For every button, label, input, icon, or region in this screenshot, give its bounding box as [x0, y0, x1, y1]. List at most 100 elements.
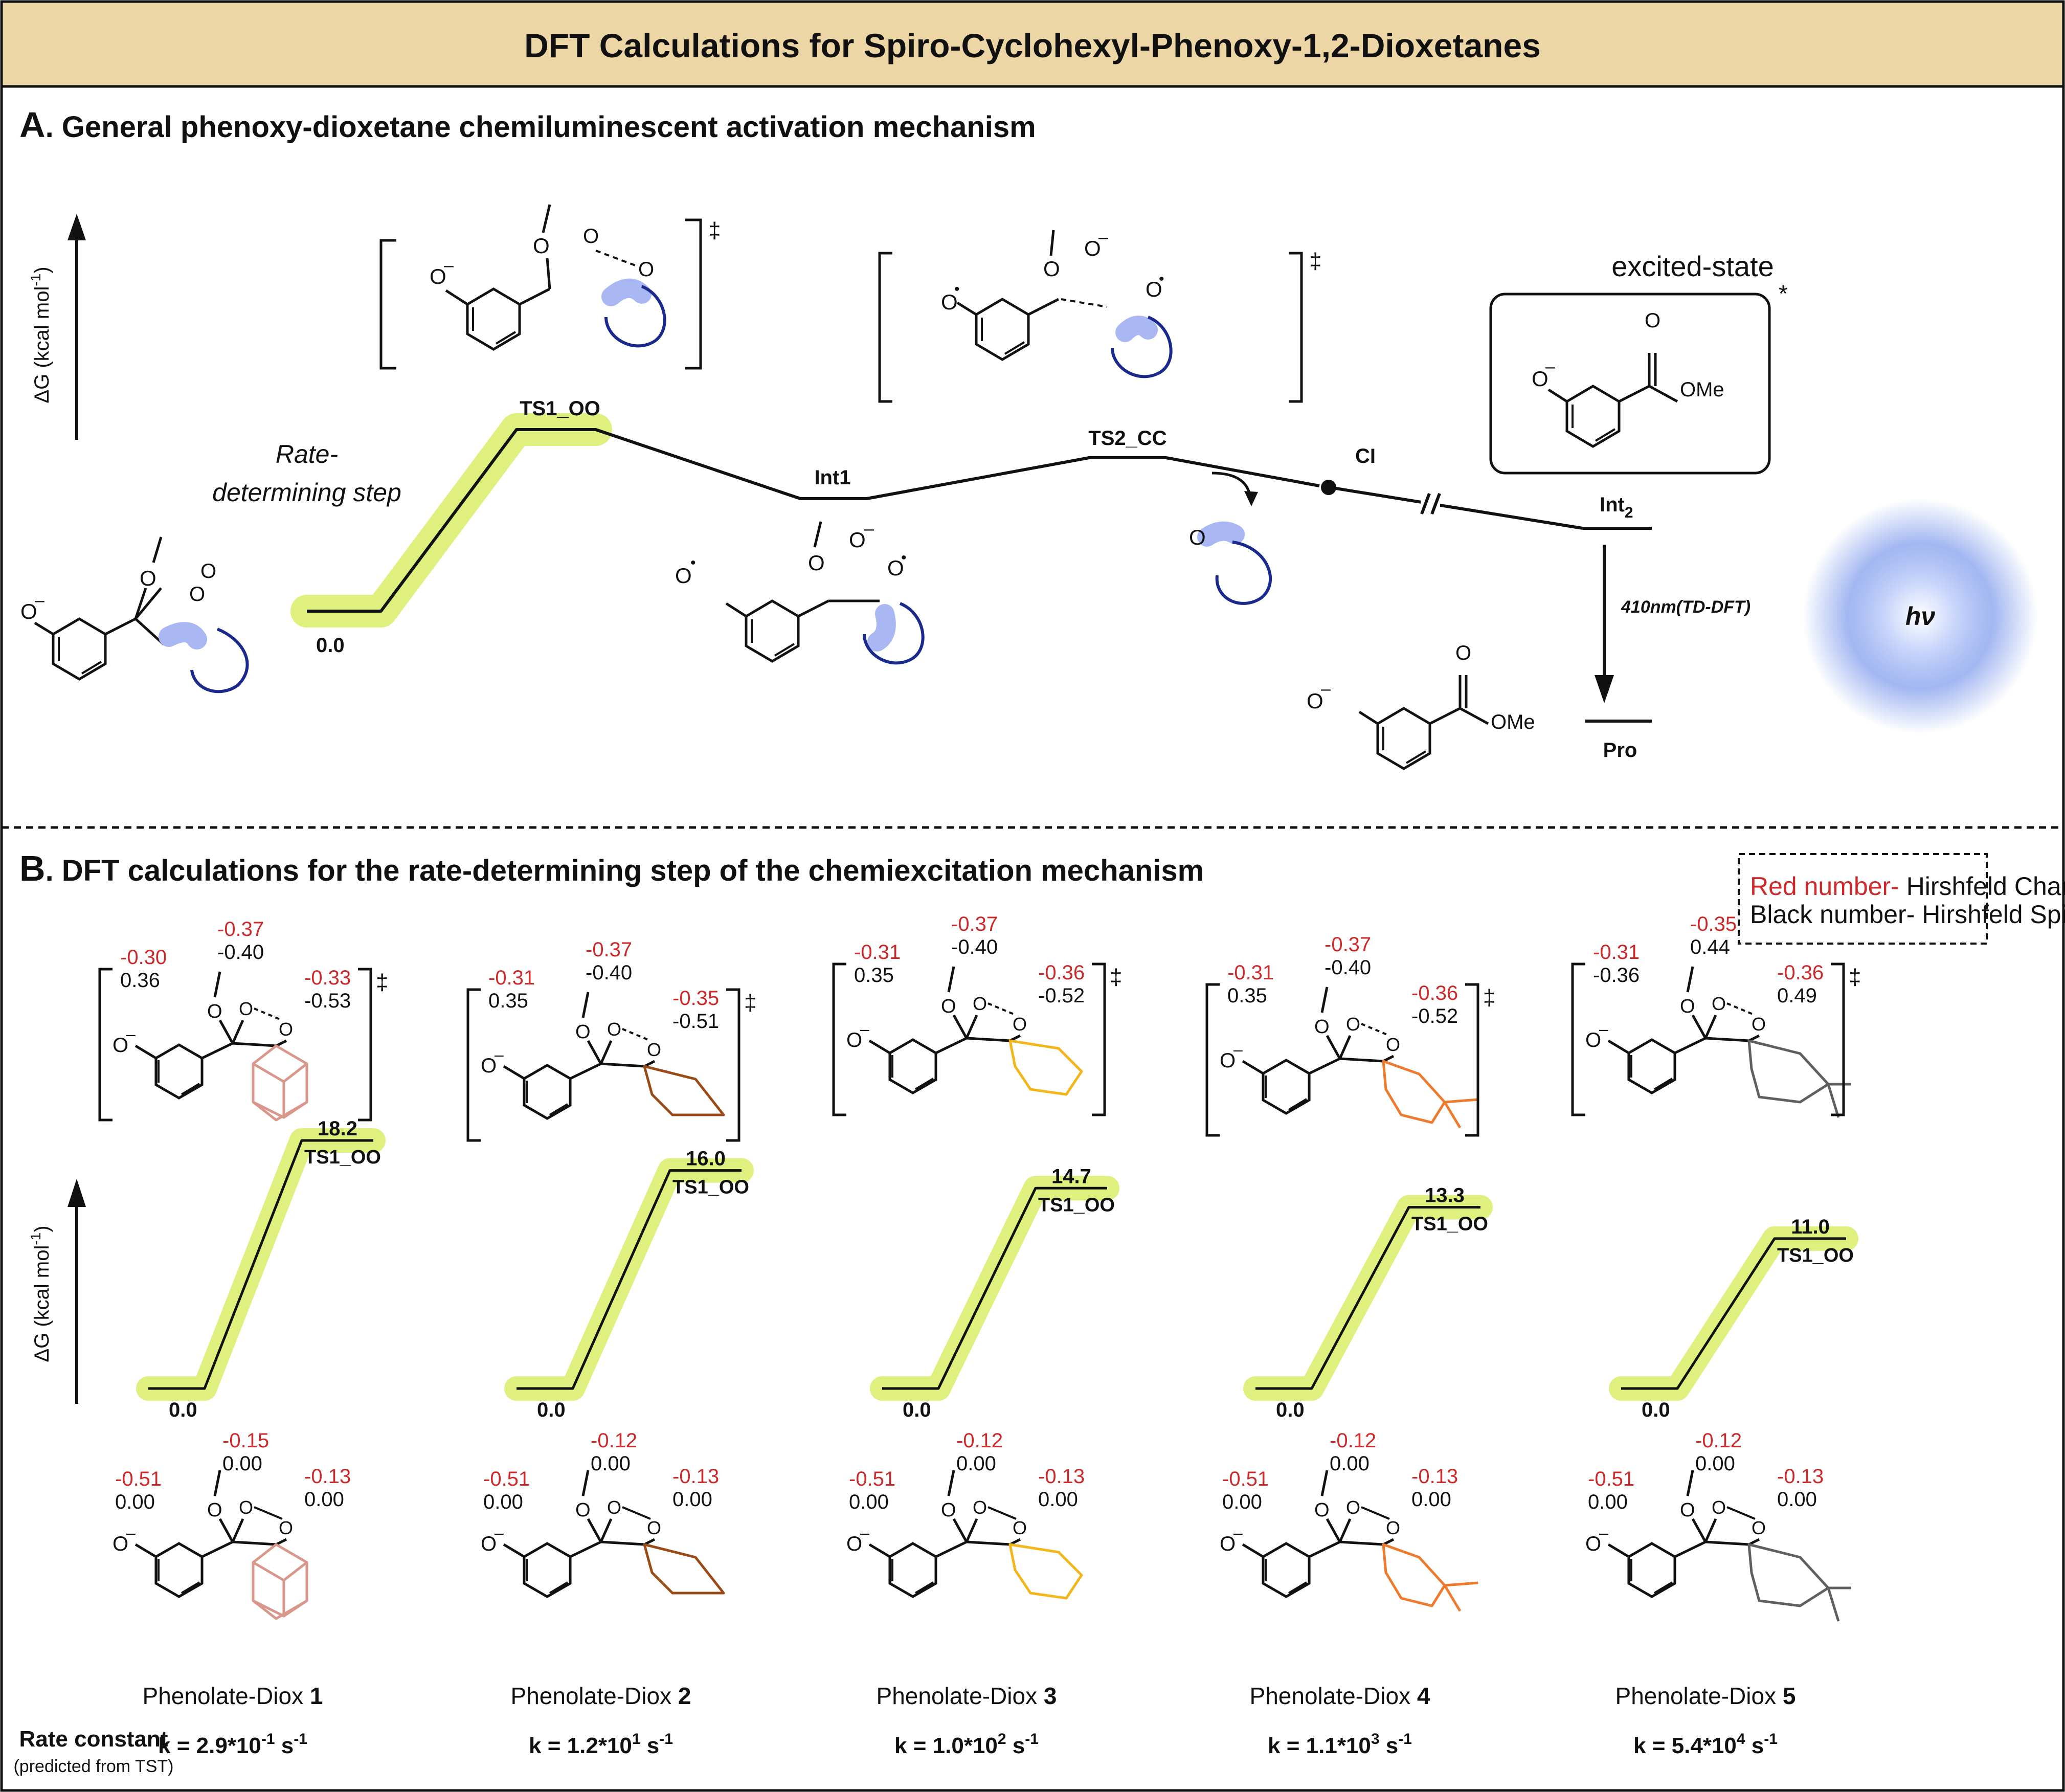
rds-label-line1: Rate-: [276, 440, 338, 468]
peroxide-bond: [254, 1007, 283, 1021]
panel-a-title: . General phenoxy-dioxetane chemilumines…: [46, 110, 1036, 144]
svg-text:•: •: [1159, 271, 1164, 287]
ts-label-1: TS1_OO: [304, 1147, 381, 1168]
gs-spin-methoxy: 0.00: [1330, 1452, 1370, 1475]
aryl-bond: [201, 1540, 234, 1558]
gs-charge-dioxetane: -0.13: [672, 1465, 719, 1488]
aryl-bond: [935, 1540, 968, 1558]
aromatic-bond: [181, 1083, 200, 1095]
phenoxide-charge: –: [495, 1524, 504, 1542]
methoxy-o: O: [1314, 1499, 1330, 1521]
panel-b-y-arrowhead: [68, 1179, 86, 1207]
benzene-ring: [888, 1038, 937, 1094]
ts-charge-dioxetane: -0.36: [1777, 961, 1824, 984]
phenoxide-bond: [134, 1044, 157, 1060]
dioxetane-o1: O: [1346, 1497, 1360, 1518]
product-ester-structure: O– O OMe: [1307, 642, 1535, 770]
ts-label-2: TS1_OO: [672, 1177, 749, 1198]
dioxetane-bond: [1704, 1014, 1717, 1039]
ts-charge-phenoxide: -0.31: [1227, 961, 1274, 984]
svg-text:OMe: OMe: [1491, 711, 1535, 733]
phenoxide-charge: –: [1599, 1020, 1608, 1038]
cc-bond: [1705, 1540, 1749, 1546]
peroxide-bond: [1726, 1002, 1756, 1016]
methyl-bond: [213, 1470, 221, 1496]
gs-spin-phenoxide: 0.00: [1222, 1491, 1262, 1513]
svg-text:O: O: [1455, 642, 1471, 664]
energy-profile-5: [1621, 1237, 1846, 1390]
phenoxide-charge: –: [495, 1045, 504, 1064]
svg-text:–: –: [35, 591, 44, 610]
compound-name-2: Phenolate-Diox 2: [511, 1683, 691, 1709]
ts-label-5: TS1_OO: [1777, 1245, 1854, 1266]
ts-charge-methoxy: -0.37: [586, 938, 632, 961]
ci-dot: [1321, 480, 1336, 495]
phenoxide-charge: –: [860, 1524, 869, 1542]
phenoxide-charge: –: [1233, 1524, 1243, 1542]
ts-label-3: TS1_OO: [1038, 1194, 1115, 1216]
benzene-ring: [1627, 1038, 1676, 1094]
gs-spin-phenoxide: 0.00: [115, 1491, 155, 1513]
peroxide-bond: [1361, 1023, 1390, 1037]
dioxetane-bond: [1338, 1035, 1352, 1060]
rate-constant-5: k = 5.4*104 s-1: [1633, 1731, 1778, 1758]
phenoxide-bond: [1607, 1543, 1630, 1558]
phenoxide-charge: –: [126, 1524, 136, 1542]
figure-title: DFT Calculations for Spiro-Cyclohexyl-Ph…: [524, 27, 1541, 64]
methyl-bond: [213, 971, 221, 998]
benzene-ring: [1262, 1542, 1311, 1598]
barrier-value-3: 14.7: [1051, 1165, 1091, 1188]
spiro-ring-adamantane: [252, 1543, 308, 1620]
ts-charge-dioxetane: -0.36: [1038, 961, 1085, 984]
zero-label-a: 0.0: [316, 634, 345, 657]
spiro-ring-adamantane: [252, 1044, 308, 1122]
bracket-right: [358, 968, 372, 1122]
bracket-left: [1571, 962, 1585, 1116]
svg-text:O: O: [1532, 367, 1548, 391]
aryl-bond: [1308, 1057, 1341, 1075]
ts1-label-a: TS1_OO: [520, 397, 600, 420]
gs-spin-methoxy: 0.00: [1695, 1452, 1735, 1475]
ts-spin-methoxy: 0.44: [1690, 936, 1730, 958]
svg-text:O: O: [849, 528, 866, 552]
gs-charge-methoxy: -0.12: [956, 1429, 1003, 1452]
rds-highlight: [290, 413, 612, 628]
spiro-ring-cyclohexane: [643, 1543, 725, 1595]
cc-bond: [1339, 1540, 1384, 1546]
dioxetane-o1: O: [973, 993, 987, 1014]
legend-red: Red number- Hirshfeld Charge: [1750, 872, 2065, 901]
panel-a-heading: A. General phenoxy-dioxetane chemilumine…: [19, 105, 1036, 145]
excited-state-label: excited-state: [1611, 250, 1774, 282]
aryl-bond: [935, 1037, 968, 1055]
gs-charge-phenoxide: -0.51: [115, 1468, 162, 1490]
methoxy-bond: [1326, 1518, 1341, 1543]
ci-label: CI: [1355, 445, 1376, 467]
methyl-bond: [581, 1470, 590, 1496]
dioxetane-bond: [1704, 1518, 1717, 1543]
int1-structure: O• O O– O•: [675, 519, 925, 665]
dioxetane-o1: O: [1712, 993, 1726, 1014]
cc-bond: [600, 1062, 645, 1068]
svg-text:–: –: [444, 256, 454, 275]
aromatic-bond: [914, 1581, 934, 1594]
axis-break-mark-1: [1420, 492, 1431, 515]
panel-b-title: . DFT calculations for the rate-determin…: [46, 854, 1204, 887]
svg-text:O: O: [583, 225, 599, 248]
rds-label-line2: determining step: [212, 478, 401, 507]
cc-bond: [966, 1540, 1011, 1546]
aromatic-bond: [549, 1103, 569, 1116]
methoxy-bond: [1326, 1035, 1341, 1060]
energy-profile-2: [517, 1169, 742, 1390]
benzene-ring: [154, 1043, 204, 1100]
ts-spin-phenoxide: -0.36: [1593, 964, 1640, 987]
methoxy-bond: [1691, 1014, 1707, 1039]
benzene-ring: [52, 617, 107, 681]
energy-profile-4: [1255, 1206, 1480, 1390]
methoxy-o: O: [575, 1499, 591, 1521]
